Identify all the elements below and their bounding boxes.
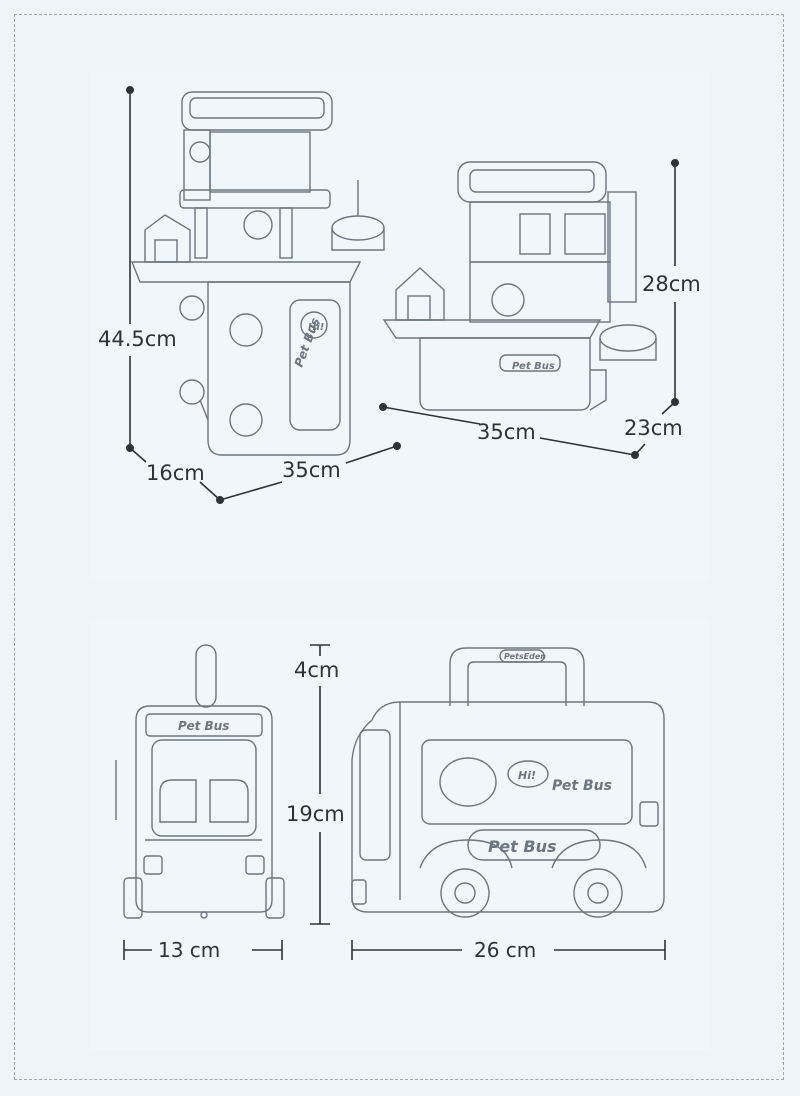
- trolley-width-label: 35cm: [282, 458, 341, 482]
- front-width-label: 13 cm: [158, 938, 221, 962]
- playset-print-0: Pet Bus: [512, 361, 555, 372]
- side-print-2: Pet Bus: [552, 778, 612, 794]
- playset-depth-label: 23cm: [624, 416, 683, 440]
- top-panel: [90, 72, 710, 580]
- side-print-0: PetsEden: [504, 652, 546, 661]
- side-print-3: Pet Bus: [488, 837, 556, 856]
- trolley-depth-label: 16cm: [146, 461, 205, 485]
- trolley-sketch: [130, 91, 385, 456]
- dashed-frame: [14, 14, 784, 1080]
- handle-height-label: 4cm: [294, 658, 340, 682]
- side-print-1: Hi!: [518, 769, 536, 782]
- trolley-height-label: 44.5cm: [98, 327, 177, 351]
- playset-sketch: [382, 161, 657, 411]
- trolley-print-1: Hi!: [308, 322, 324, 333]
- side-width-label: 26 cm: [474, 938, 537, 962]
- front-print-0: Pet Bus: [178, 719, 229, 733]
- side-view-sketch: [351, 647, 665, 918]
- front-view-sketch: [115, 644, 285, 919]
- body-height-label: 19cm: [286, 802, 345, 826]
- playset-width-label: 35cm: [477, 420, 536, 444]
- playset-height-label: 28cm: [642, 272, 701, 296]
